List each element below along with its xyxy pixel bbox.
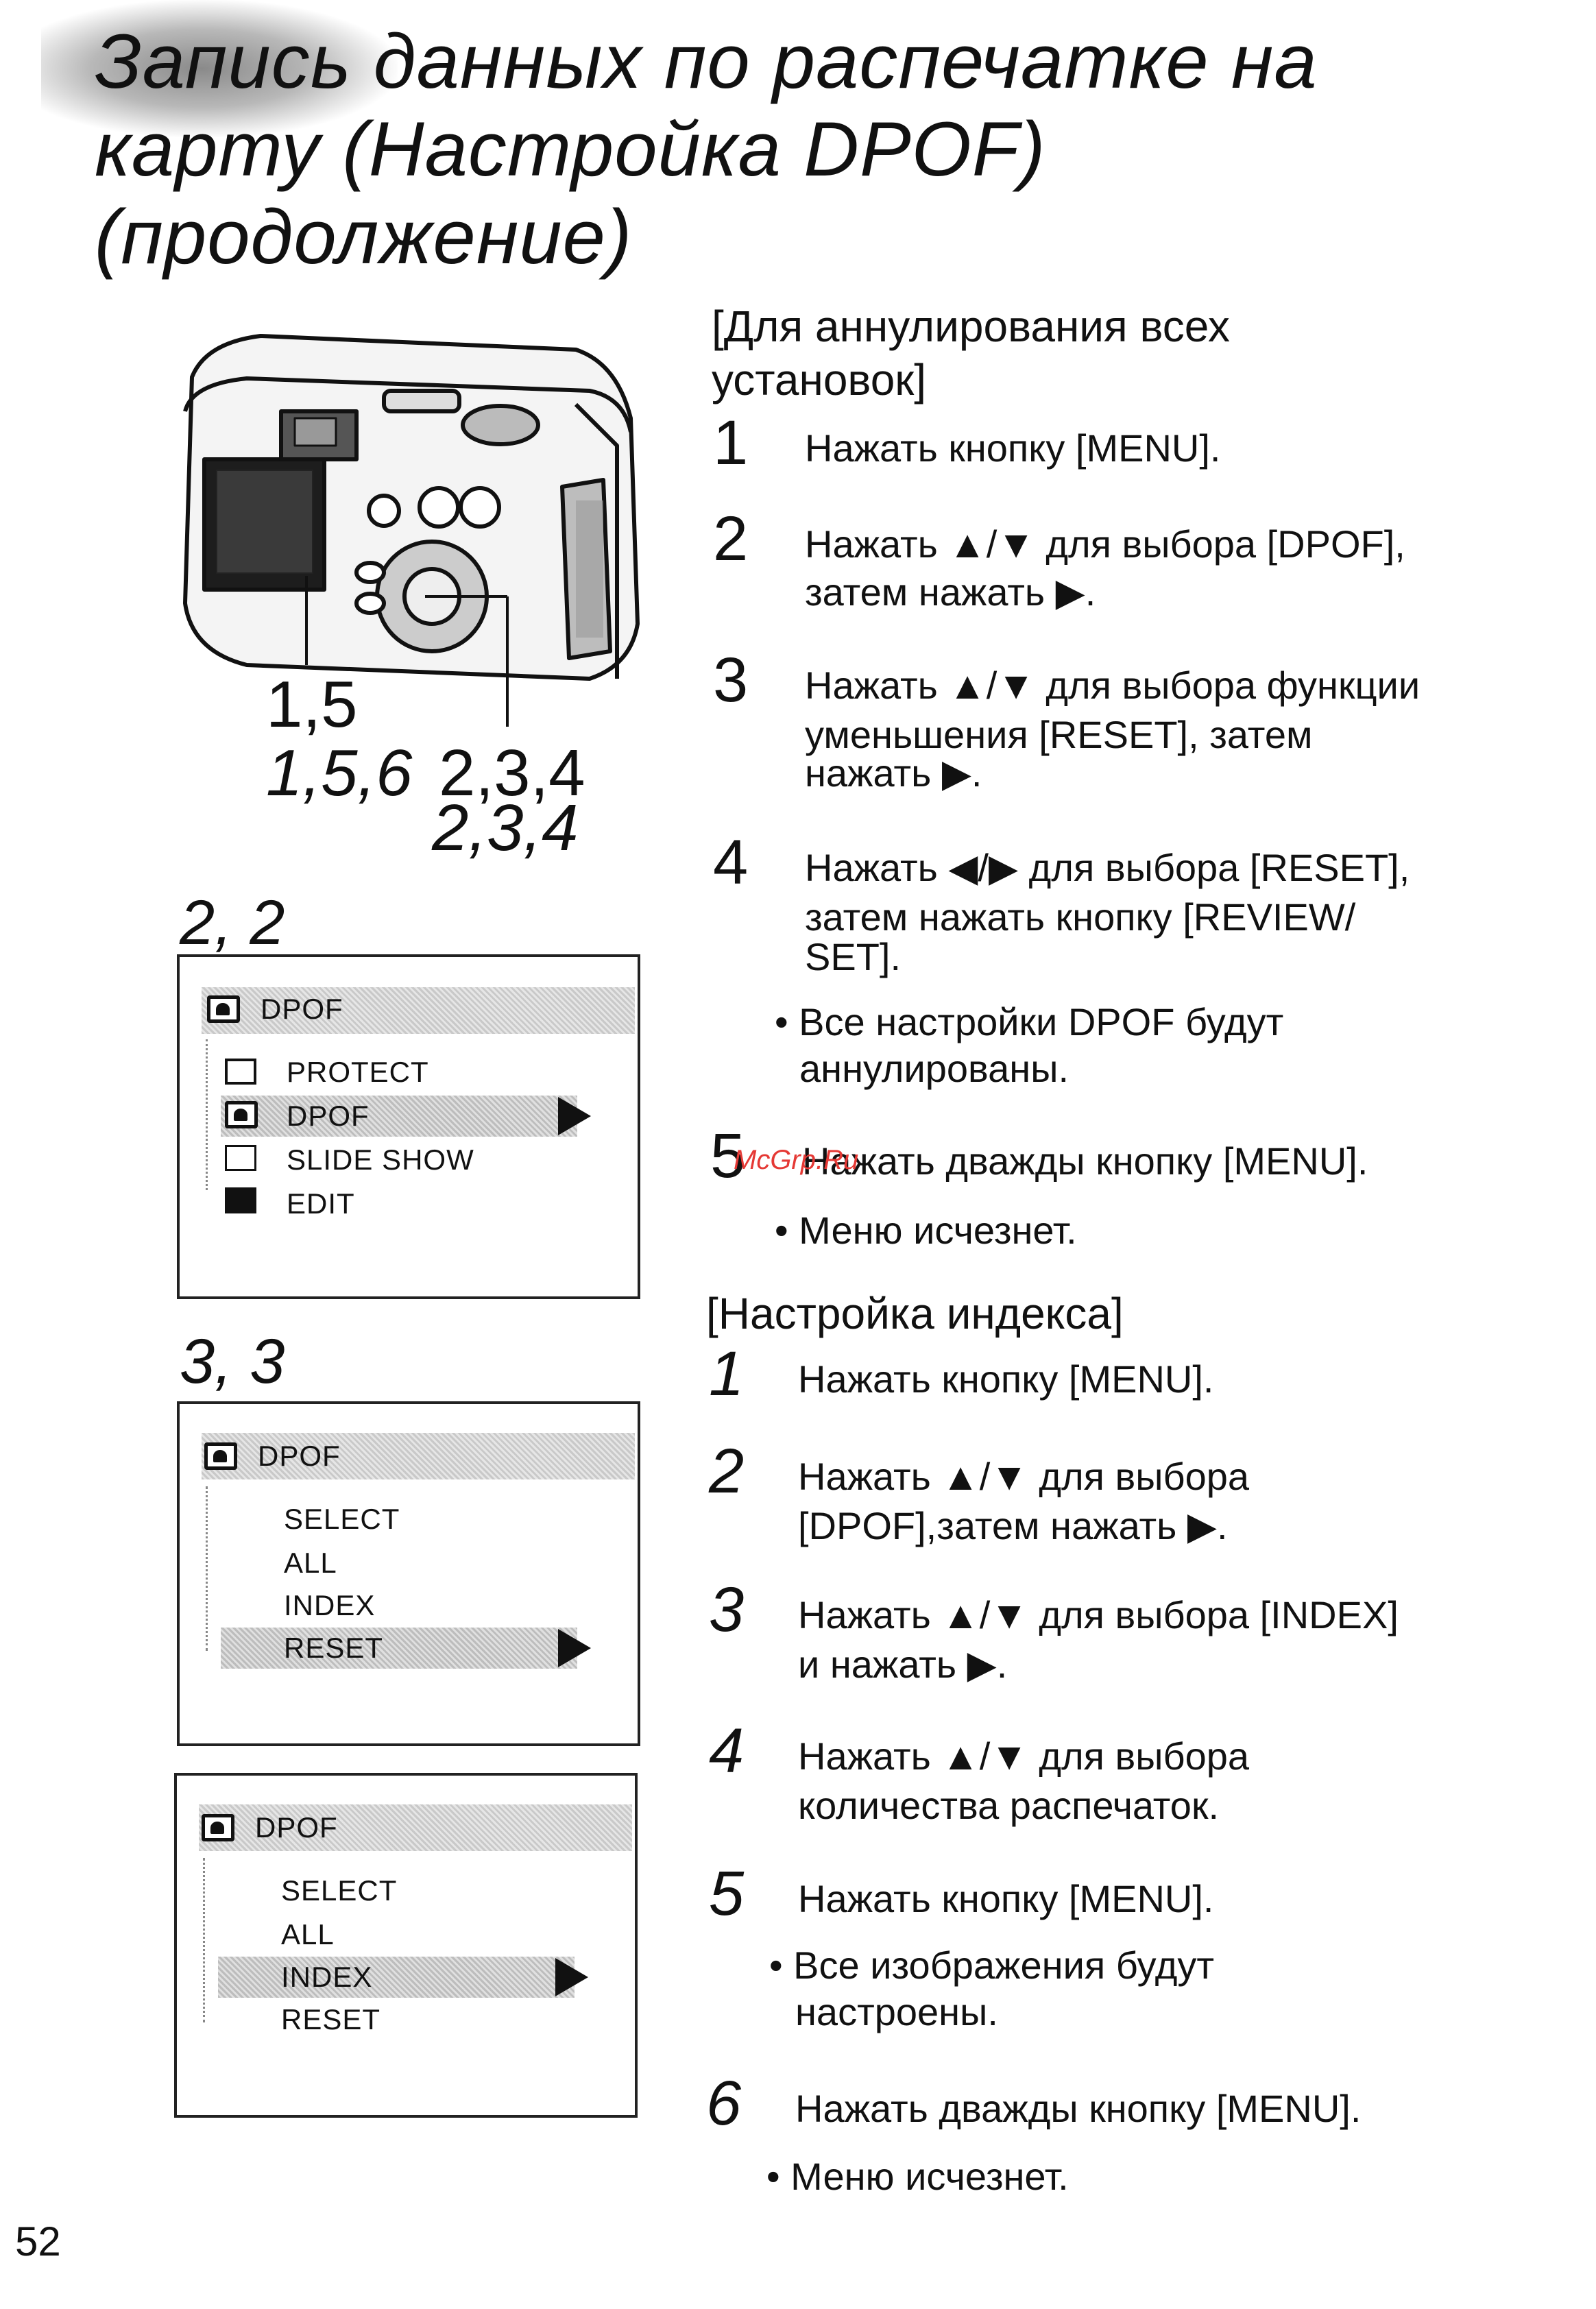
section-heading-cancel-line1: [Для аннулирования всех	[712, 302, 1230, 351]
dpof-icon	[207, 995, 240, 1023]
step-number: 4	[713, 827, 749, 897]
title-line-2: карту (Настройка DPOF)	[95, 106, 1046, 192]
title-line-3: (продолжение)	[95, 194, 633, 280]
page-title: Запись данных по распечатке на карту (На…	[95, 18, 1397, 281]
camera-illustration	[183, 334, 640, 727]
index-bullet-5-line2: настроены.	[795, 1990, 998, 2033]
menu-highlight	[221, 1628, 577, 1669]
step-text: нажать ▶.	[805, 751, 982, 795]
menu-separator	[206, 1486, 208, 1651]
step-text: Нажать кнопку [MENU].	[805, 426, 1221, 470]
step-text: Нажать ▲/▼ для выбора	[798, 1455, 1250, 1498]
figure-label-3: 3, 3	[180, 1327, 285, 1397]
arrow-right-icon	[558, 1629, 591, 1667]
step-text: Нажать кнопку [MENU].	[798, 1357, 1214, 1401]
menu-item-index: INDEX	[281, 1961, 373, 1993]
menu-screen-reset: DPOF SELECT ALL INDEX RESET	[177, 1401, 640, 1746]
step-text: Нажать ▲/▼ для выбора [DPOF],	[805, 522, 1405, 566]
menu-highlight	[218, 1957, 575, 1998]
index-bullet-5-line1: • Все изображения будут	[769, 1944, 1215, 1987]
menu-item-reset: RESET	[284, 1632, 384, 1664]
step-number: 2	[709, 1436, 745, 1506]
menu-item-slide-show: SLIDE SHOW	[287, 1144, 474, 1176]
callout-1-5: 1,5	[266, 668, 358, 741]
dpof-icon	[204, 1442, 237, 1470]
menu-header-bar	[202, 1433, 635, 1479]
menu-item-dpof: DPOF	[287, 1100, 370, 1132]
cancel-bullet-4-line2: аннулированы.	[799, 1047, 1069, 1090]
menu-item-all: ALL	[284, 1547, 337, 1579]
step-text: Нажать дважды кнопку [MENU].	[802, 1139, 1368, 1183]
dpof-print-icon	[225, 1101, 258, 1128]
menu-header-bar	[202, 987, 635, 1034]
menu-highlight	[221, 1096, 577, 1137]
step-number: 1	[709, 1339, 745, 1409]
step-text: количества распечаток.	[798, 1784, 1220, 1827]
step-number: 4	[709, 1716, 745, 1786]
step-text: Нажать ▲/▼ для выбора функции	[805, 664, 1420, 707]
watermark: McGrp.Ru	[734, 1145, 859, 1175]
menu-screen-index: DPOF SELECT ALL INDEX RESET	[174, 1773, 638, 2118]
step-text: Нажать ▲/▼ для выбора	[798, 1734, 1250, 1778]
step-number: 5	[709, 1859, 745, 1929]
step-number: 2	[713, 504, 749, 574]
arrow-right-icon	[555, 1958, 588, 1996]
menu-item-select: SELECT	[284, 1503, 400, 1535]
protect-key-icon	[225, 1059, 256, 1085]
callout-1-5-6: 1,5,6	[266, 736, 413, 810]
menu-item-index: INDEX	[284, 1589, 376, 1621]
title-smudge	[41, 0, 398, 137]
step-text: Нажать кнопку [MENU].	[798, 1877, 1214, 1920]
step-number: 1	[713, 408, 749, 478]
arrow-right-icon	[558, 1097, 591, 1135]
step-text: [DPOF],затем нажать ▶.	[798, 1504, 1228, 1547]
menu-item-reset: RESET	[281, 2003, 381, 2035]
step-number: 3	[709, 1575, 745, 1645]
menu-item-edit: EDIT	[287, 1187, 355, 1220]
step-text: Нажать дважды кнопку [MENU].	[795, 2087, 1362, 2130]
dpof-icon	[202, 1814, 234, 1841]
figure-label-2: 2, 2	[180, 888, 285, 958]
title-line-1: Запись данных по распечатке на	[95, 19, 1318, 104]
callout-2-3-4-italic: 2,3,4	[432, 791, 579, 865]
step-text: Нажать ◀/▶ для выбора [RESET],	[805, 846, 1410, 889]
step-text: Нажать ▲/▼ для выбора [INDEX]	[798, 1593, 1399, 1636]
step-text: SET].	[805, 935, 902, 978]
menu-screen-dpof: DPOF PROTECT DPOF SLIDE SHOW EDIT	[177, 954, 640, 1299]
slide-show-icon	[225, 1145, 256, 1171]
menu-separator	[203, 1858, 205, 2022]
step-text: уменьшения [RESET], затем	[805, 713, 1313, 756]
index-bullet-6: • Меню исчезнет.	[766, 2155, 1069, 2198]
menu-item-protect: PROTECT	[287, 1056, 429, 1088]
menu-separator	[206, 1039, 208, 1190]
menu-header-title: DPOF	[261, 993, 343, 1025]
section-heading-index: [Настройка индекса]	[706, 1289, 1124, 1338]
step-number: 3	[713, 645, 749, 715]
cancel-bullet-5: • Меню исчезнет.	[775, 1209, 1077, 1252]
edit-icon	[225, 1187, 256, 1213]
menu-header-title: DPOF	[255, 1811, 338, 1843]
step-text: затем нажать ▶.	[805, 570, 1096, 614]
step-number: 6	[706, 2068, 742, 2138]
cancel-bullet-4-line1: • Все настройки DPOF будут	[775, 1000, 1284, 1043]
menu-item-all: ALL	[281, 1918, 335, 1950]
step-text: затем нажать кнопку [REVIEW/	[805, 895, 1356, 939]
step-number: 5	[710, 1121, 746, 1191]
menu-header-title: DPOF	[258, 1440, 341, 1472]
menu-header-bar	[199, 1804, 632, 1851]
page-number: 52	[15, 2219, 61, 2264]
callout-2-3-4: 2,3,4	[439, 736, 585, 810]
menu-item-select: SELECT	[281, 1874, 398, 1907]
section-heading-cancel-line2: установок]	[712, 355, 927, 404]
step-text: и нажать ▶.	[798, 1643, 1008, 1686]
